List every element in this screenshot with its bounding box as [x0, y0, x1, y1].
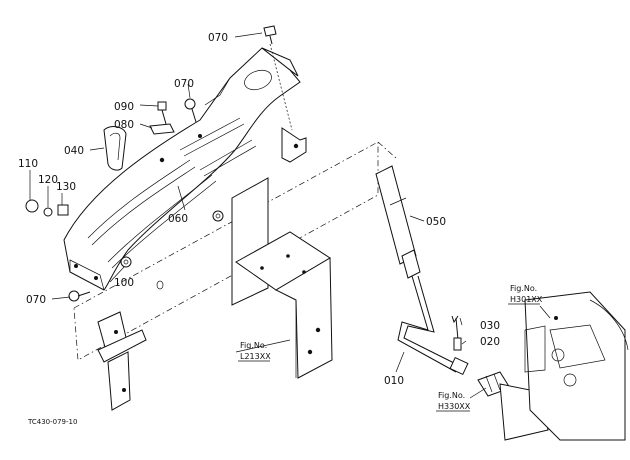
bolt-070-mid — [184, 98, 197, 123]
svg-text:Fig.No.: Fig.No. — [510, 284, 537, 293]
knob-110-130 — [25, 199, 69, 217]
figure-ref-h301: Fig.No. H301XX — [508, 284, 543, 305]
label-010: 010 — [384, 375, 404, 387]
svg-text:L213XX: L213XX — [240, 352, 271, 361]
bolt-070-top — [263, 25, 293, 131]
drawing-code: TC430-079-10 — [27, 418, 77, 426]
label-020: 020 — [480, 336, 500, 348]
svg-text:H330XX: H330XX — [438, 402, 471, 411]
figure-ref-l213: Fig.No. L213XX — [238, 341, 271, 362]
bracket-l213 — [156, 177, 333, 379]
leader-lines — [29, 32, 551, 399]
label-100: 100 — [114, 277, 134, 289]
bracket-plate-060 — [63, 47, 307, 291]
label-120: 120 — [38, 174, 58, 186]
lever-050 — [375, 165, 421, 279]
label-070-top: 070 — [208, 32, 228, 44]
figure-ref-h330: Fig.No. H330XX — [436, 391, 471, 412]
label-060: 060 — [168, 213, 188, 225]
label-080: 080 — [114, 119, 134, 131]
label-110: 110 — [18, 158, 38, 170]
lower-mount — [97, 311, 147, 411]
valve-assembly — [477, 291, 629, 441]
grip-040 — [103, 126, 127, 171]
label-040: 040 — [64, 145, 84, 157]
label-070-low: 070 — [26, 294, 46, 306]
reference-outline — [73, 141, 397, 361]
bolt-070-low — [68, 290, 91, 302]
svg-text:Fig.No.: Fig.No. — [240, 341, 267, 350]
nut-080 — [149, 123, 175, 135]
nut-small-mid — [212, 210, 224, 222]
nut-100 — [120, 256, 132, 268]
label-130: 130 — [56, 181, 76, 193]
label-030: 030 — [480, 320, 500, 332]
bolt-090 — [157, 101, 167, 125]
label-070-mid: 070 — [174, 78, 194, 90]
rod-010 — [397, 275, 469, 376]
pin-030-020 — [451, 315, 462, 351]
label-090: 090 — [114, 101, 134, 113]
svg-text:Fig.No.: Fig.No. — [438, 391, 465, 400]
svg-text:H301XX: H301XX — [510, 295, 543, 304]
label-050: 050 — [426, 216, 446, 228]
part-labels: 070 070 090 080 040 110 120 130 060 050 … — [18, 32, 500, 387]
